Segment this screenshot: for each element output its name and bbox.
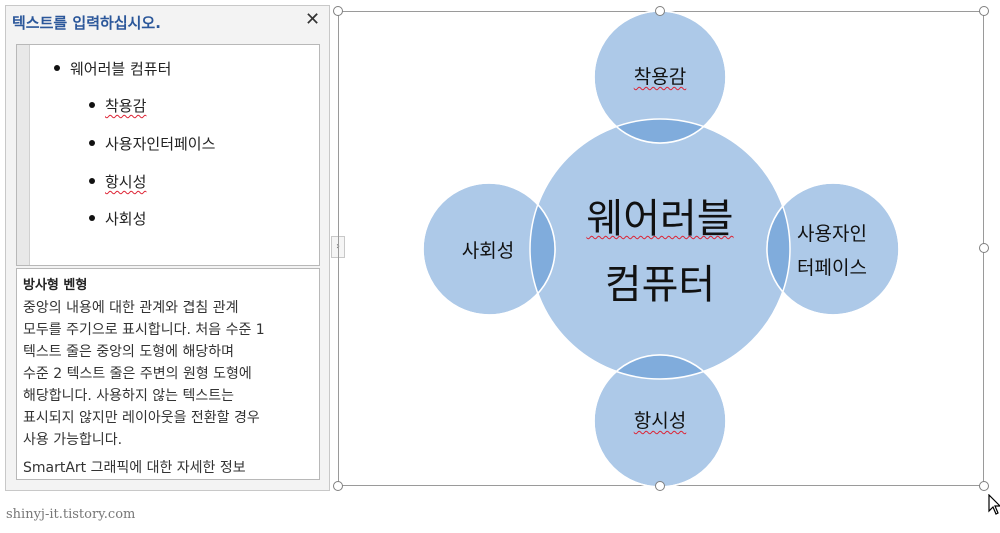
bullet-dot-icon xyxy=(89,139,95,146)
resize-handle-bottom[interactable] xyxy=(655,481,665,491)
center-circle-label-line1[interactable]: 웨어러블 xyxy=(560,186,760,244)
resize-handle-bottom-right[interactable] xyxy=(979,481,989,491)
description-line: 수준 2 텍스트 줄은 주변의 원형 도형에 xyxy=(23,366,252,382)
bullet-level2-item[interactable]: 사용자인터페이스 xyxy=(89,133,215,154)
text-pane: 텍스트를 입력하십시오. ✕ 웨어러블 컴퓨터 착용감 사용자인터페이스 항시성… xyxy=(5,5,330,491)
resize-handle-bottom-left[interactable] xyxy=(333,481,343,491)
center-circle[interactable] xyxy=(529,118,791,380)
bullet-dot-icon xyxy=(54,64,60,71)
description-line: 표시되지 않지만 레이아웃을 전환할 경우 xyxy=(23,410,260,426)
bullet-dot-icon xyxy=(89,214,95,221)
layout-description-text: 중앙의 내용에 대한 관계와 겹침 관계 모두를 주기으로 표시합니다. 처음 … xyxy=(23,297,313,451)
bullet-label: 웨어러블 컴퓨터 xyxy=(70,60,172,78)
right-circle-outline xyxy=(766,182,900,316)
center-circle-label-line2[interactable]: 컴퓨터 xyxy=(604,262,716,308)
top-circle-label[interactable]: 착용감 xyxy=(633,66,687,88)
description-line: 해당합니다. 사용하지 않는 텍스트는 xyxy=(23,388,234,404)
text-area-gutter xyxy=(17,45,30,265)
bullet-label: 사회성 xyxy=(105,210,147,228)
description-line: 모두를 주기으로 표시합니다. 처음 수준 1 xyxy=(23,322,265,338)
center-circle-outline xyxy=(529,118,791,380)
watermark: shinyj-it.tistory.com xyxy=(6,507,136,522)
description-line: 사용 가능합니다. xyxy=(23,432,123,448)
resize-handle-top-left[interactable] xyxy=(333,6,343,16)
bullet-level2-item[interactable]: 착용감 xyxy=(89,95,146,116)
description-line: 중앙의 내용에 대한 관계와 겹침 관계 xyxy=(23,300,239,316)
bullet-label: 항시성 xyxy=(105,173,147,191)
smartart-more-info-link[interactable]: SmartArt 그래픽에 대한 자세한 정보 xyxy=(23,460,246,476)
center-label-text: 웨어러블 xyxy=(586,196,734,242)
mouse-pointer-icon xyxy=(988,494,1000,515)
layout-description: 방사형 벤형 중앙의 내용에 대한 관계와 겹침 관계 모두를 주기으로 표시합… xyxy=(16,268,320,480)
bullet-level2-item[interactable]: 항시성 xyxy=(89,171,146,192)
right-circle-label-line1[interactable]: 사용자인 xyxy=(797,223,867,245)
close-icon[interactable]: ✕ xyxy=(305,9,321,30)
resize-handle-top-right[interactable] xyxy=(979,6,989,16)
pane-title: 텍스트를 입력하십시오. xyxy=(12,14,161,32)
layout-name: 방사형 벤형 xyxy=(23,278,88,293)
right-circle-label-line2[interactable]: 터페이스 xyxy=(797,257,867,279)
bullet-dot-icon xyxy=(89,177,95,184)
bullet-text-area[interactable]: 웨어러블 컴퓨터 착용감 사용자인터페이스 항시성 사회성 xyxy=(16,44,320,266)
bullet-label: 사용자인터페이스 xyxy=(105,135,216,153)
resize-handle-top[interactable] xyxy=(655,6,665,16)
bullet-dot-icon xyxy=(89,101,95,108)
description-line: 텍스트 줄은 중앙의 도형에 해당하며 xyxy=(23,344,234,360)
resize-handle-right[interactable] xyxy=(979,243,989,253)
bullet-label: 착용감 xyxy=(105,97,147,115)
left-circle-outline xyxy=(422,182,556,316)
bullet-level1-center[interactable]: 웨어러블 컴퓨터 xyxy=(54,58,171,79)
bullet-level2-item[interactable]: 사회성 xyxy=(89,208,146,229)
left-circle-label[interactable]: 사회성 xyxy=(461,240,515,262)
bottom-circle-label[interactable]: 항시성 xyxy=(633,410,687,432)
